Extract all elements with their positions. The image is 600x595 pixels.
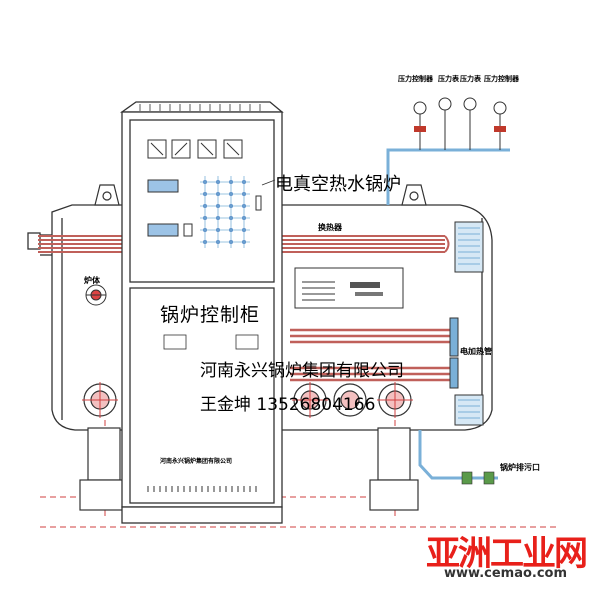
watermark-brand: 亚洲工业网 bbox=[426, 534, 588, 574]
cabinet-switch-grid-lines bbox=[200, 176, 250, 248]
label-electric-heating-tube: 电加热管 bbox=[460, 347, 492, 356]
nameplate-bar bbox=[350, 282, 380, 288]
label-cabinet: 锅炉控制柜 bbox=[160, 304, 261, 326]
label-cabinet-plate: 河南永兴锅炉集团有限公司 bbox=[160, 458, 233, 465]
electric-heating-tubes bbox=[290, 328, 455, 382]
watermark-url: www.cemao.com bbox=[444, 566, 568, 581]
support-legs bbox=[79, 427, 419, 511]
label-pressure-gauge-1: 压力表 bbox=[438, 75, 459, 83]
label-pressure-controller-2: 压力控制器 bbox=[484, 75, 519, 83]
label-pressure-gauge-2: 压力表 bbox=[460, 75, 481, 83]
lifting-lugs bbox=[94, 184, 427, 206]
bottom-port-cross bbox=[82, 382, 413, 418]
label-furnace-body: 炉体 bbox=[84, 276, 100, 285]
label-contact: 王金坤 13526804166 bbox=[200, 395, 376, 415]
nameplate bbox=[294, 267, 404, 309]
cabinet-handle bbox=[255, 195, 262, 211]
diagram-title: 电真空热水锅炉 bbox=[275, 174, 401, 195]
top-piping bbox=[386, 148, 510, 205]
pressure-valves bbox=[414, 126, 506, 132]
label-pressure-controller-1: 压力控制器 bbox=[398, 75, 433, 83]
label-drain-outlet: 锅炉排污口 bbox=[500, 463, 540, 472]
heating-flanges bbox=[449, 317, 459, 389]
nameplate-bar bbox=[355, 292, 383, 296]
label-company: 河南永兴锅炉集团有限公司 bbox=[200, 361, 404, 381]
cabinet-top-hatch bbox=[139, 104, 261, 111]
cabinet-small-labels bbox=[163, 334, 259, 350]
drain-pipe bbox=[418, 430, 498, 480]
drain-valves bbox=[461, 471, 495, 485]
panel-hatching bbox=[458, 227, 480, 419]
cabinet-meters bbox=[147, 139, 243, 159]
pressure-instruments bbox=[413, 97, 507, 150]
cabinet-displays bbox=[147, 179, 193, 237]
label-heat-exchanger: 换热器 bbox=[318, 223, 342, 232]
leader-lines bbox=[261, 179, 470, 353]
cabinet-vents bbox=[147, 486, 257, 492]
left-manhole bbox=[85, 284, 107, 306]
